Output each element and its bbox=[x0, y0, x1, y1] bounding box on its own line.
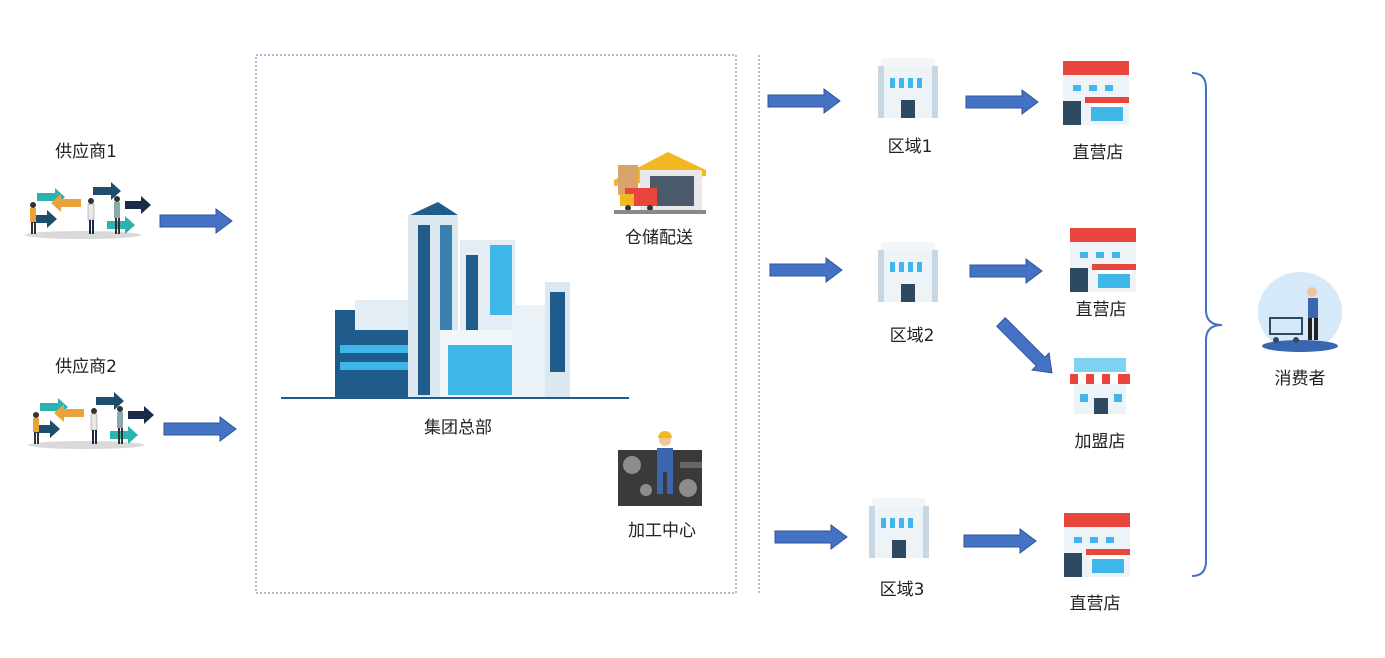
arrow-hq-region2 bbox=[769, 257, 843, 283]
franchise-region2-icon bbox=[1070, 358, 1130, 414]
headquarters-label: 集团总部 bbox=[424, 418, 492, 438]
arrow-region3-store bbox=[963, 528, 1037, 554]
store-region2-label: 直营店 bbox=[1075, 300, 1127, 320]
region2-label: 区域2 bbox=[889, 326, 935, 346]
store-region3-label: 直营店 bbox=[1069, 594, 1121, 614]
arrow-region2-store bbox=[969, 258, 1043, 284]
region3-label: 区域3 bbox=[879, 580, 925, 600]
arrow-supplier2-hq bbox=[163, 416, 237, 442]
processing-label: 加工中心 bbox=[628, 521, 696, 541]
hq-boundary bbox=[255, 54, 737, 594]
consumer-bracket bbox=[1191, 72, 1223, 577]
arrow-hq-region1 bbox=[767, 88, 841, 114]
consumer-icon bbox=[1258, 272, 1342, 352]
supplier2-icon bbox=[27, 391, 155, 450]
supplier1-icon bbox=[24, 181, 152, 240]
arrow-region2-franchise bbox=[996, 317, 1053, 374]
store-region2-icon bbox=[1070, 228, 1136, 292]
headquarters-building-icon bbox=[335, 202, 570, 398]
supplier1-label: 供应商1 bbox=[55, 142, 117, 162]
arrow-hq-region3 bbox=[774, 524, 848, 550]
region3-icon bbox=[869, 498, 929, 558]
store-region3-icon bbox=[1064, 513, 1130, 577]
region1-icon bbox=[878, 58, 938, 118]
store-region1-icon bbox=[1063, 61, 1129, 125]
processing-center-icon bbox=[618, 431, 702, 506]
arrow-region1-store bbox=[965, 89, 1039, 115]
supplier2-label: 供应商2 bbox=[55, 357, 117, 377]
store-region1-label: 直营店 bbox=[1072, 143, 1124, 163]
warehouse-icon bbox=[614, 152, 706, 214]
franchise-region2-label: 加盟店 bbox=[1074, 432, 1126, 452]
region1-label: 区域1 bbox=[887, 137, 933, 157]
arrow-supplier1-hq bbox=[159, 208, 233, 234]
warehouse-label: 仓储配送 bbox=[625, 228, 693, 248]
consumer-label: 消费者 bbox=[1274, 369, 1326, 389]
region2-icon bbox=[878, 242, 938, 302]
